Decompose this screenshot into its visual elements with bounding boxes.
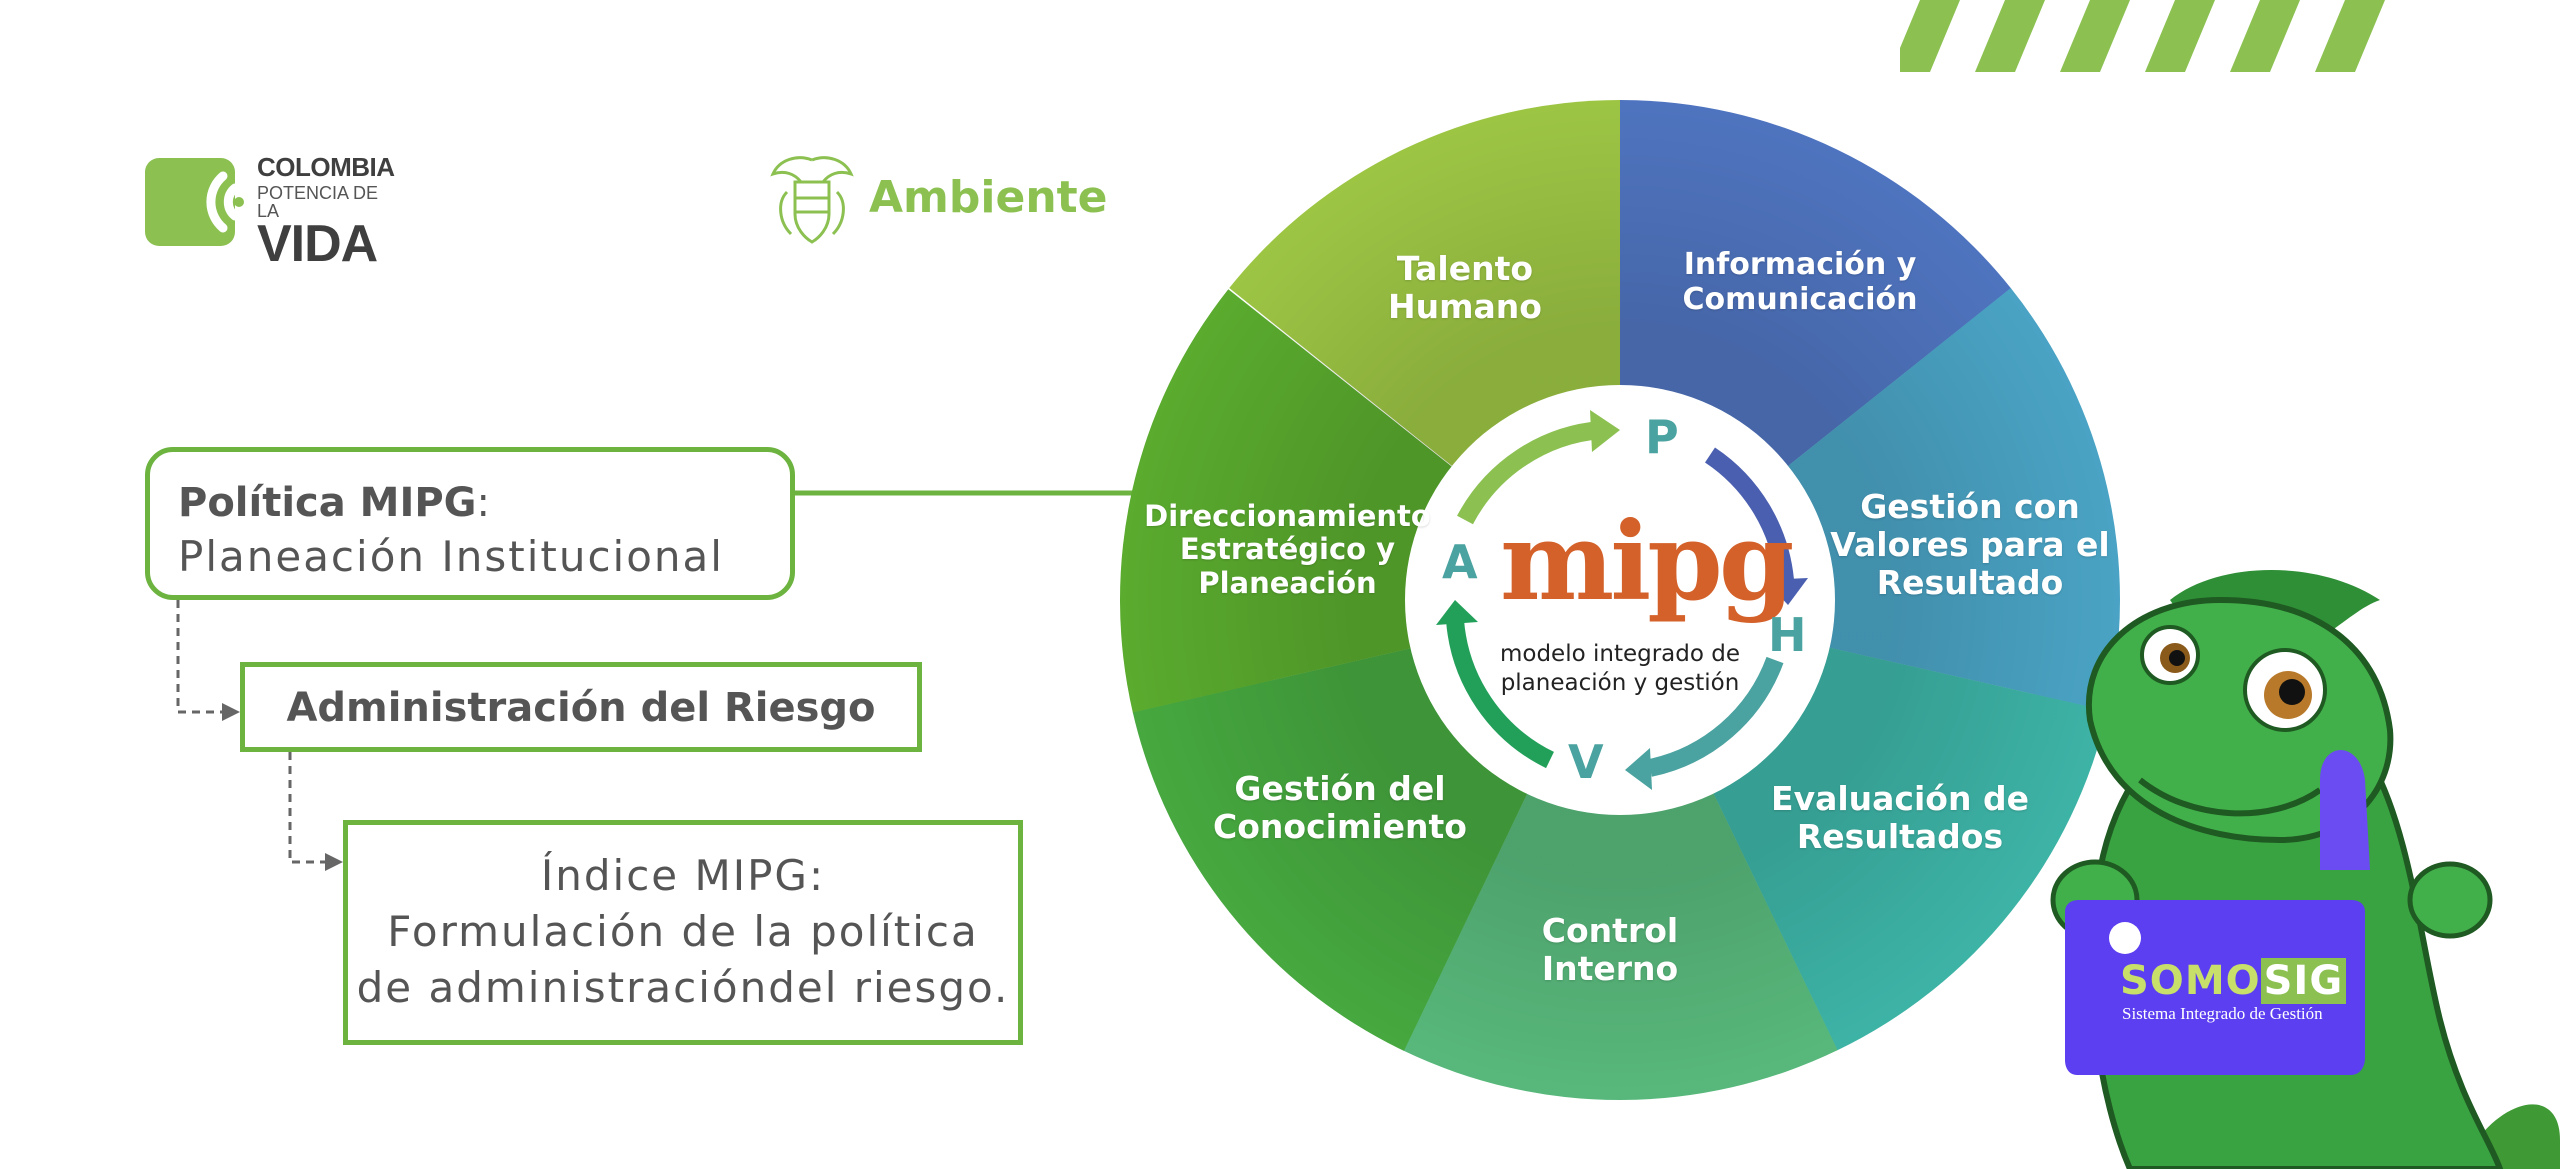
politica-title: Política MIPG: bbox=[178, 480, 490, 526]
arrowhead-admin bbox=[222, 703, 240, 721]
colombia-line1: COLOMBIA bbox=[257, 152, 395, 182]
politica-mipg-box: Política MIPG: Planeación Institucional bbox=[145, 447, 795, 600]
sign-sig-text: SIG bbox=[2260, 958, 2347, 1004]
segment-informacion-comunicacion: Información y Comunicación bbox=[1650, 247, 1950, 317]
arrow-to-a bbox=[1446, 619, 1555, 769]
administracion-riesgo-label: Administración del Riesgo bbox=[286, 685, 876, 731]
segment-talento-line2: Humano bbox=[1388, 286, 1542, 326]
ambiente-wordmark: Ambiente bbox=[869, 172, 1108, 223]
wheel-center bbox=[1405, 385, 1835, 815]
arrow-to-p bbox=[1457, 421, 1601, 525]
segment-control-line1: Control bbox=[1541, 911, 1679, 950]
segment-talento-humano: Talento Humano bbox=[1350, 250, 1580, 326]
colombia-line2: POTENCIA DE LA bbox=[257, 183, 379, 221]
arrowhead-v bbox=[1625, 748, 1652, 790]
mascot-pupil-right bbox=[2279, 679, 2305, 705]
politica-bold: Política MIPG bbox=[178, 480, 477, 526]
segment-gestion-valores-line2: Valores para el bbox=[1830, 524, 2110, 564]
cycle-letter-p: P bbox=[1645, 410, 1679, 464]
sign-wordmark: SOMOSIG bbox=[2120, 958, 2347, 1004]
arrowhead-a bbox=[1436, 600, 1478, 625]
colombia-potencia-logo: COLOMBIA POTENCIA DE LA VIDA bbox=[145, 150, 405, 270]
arrow-to-v bbox=[1648, 656, 1784, 777]
phva-cycle-arrows bbox=[1446, 421, 1794, 777]
connector-politica-admin bbox=[176, 600, 222, 714]
segment-direccionamiento-line1: Direccionamiento bbox=[1144, 499, 1431, 533]
cycle-letter-v: V bbox=[1568, 735, 1604, 789]
segment-informacion-line2: Comunicación bbox=[1682, 281, 1918, 317]
segment-direccionamiento-line2: Estratégico y bbox=[1179, 532, 1396, 567]
mipg-sub-line1: modelo integrado de bbox=[1499, 641, 1741, 667]
segment-evaluacion-line2: Resultados bbox=[1796, 816, 2004, 856]
ambiente-logo: Ambiente bbox=[765, 150, 1108, 250]
sign-dot bbox=[2109, 922, 2141, 954]
segment-informacion-line1: Información y bbox=[1683, 247, 1917, 282]
segment-evaluacion-line1: Evaluación de bbox=[1771, 779, 2029, 818]
arrowhead-indice bbox=[325, 853, 343, 871]
arrowhead-p bbox=[1590, 410, 1620, 452]
colombia-wave-icon bbox=[145, 158, 244, 246]
politica-subtitle: Planeación Institucional bbox=[178, 532, 724, 581]
segment-control-interno: Control Interno bbox=[1500, 912, 1720, 988]
somosig-sign bbox=[2065, 900, 2365, 1075]
mipg-logo-subtitle: modelo integrado de planeación y gestión bbox=[1490, 640, 1750, 698]
mascot-hand-right bbox=[2407, 861, 2493, 939]
indice-line2: Formulación de la política bbox=[387, 907, 979, 956]
indice-line1: Índice MIPG: bbox=[540, 851, 826, 900]
mascot-thumb bbox=[2320, 750, 2370, 870]
segment-gestion-valores: Gestión con Valores para el Resultado bbox=[1830, 488, 2110, 602]
arrowhead-h bbox=[1765, 578, 1808, 605]
politica-colon: : bbox=[476, 480, 490, 526]
indice-mipg-box: Índice MIPG: Formulación de la política … bbox=[343, 820, 1023, 1045]
decorative-stripes bbox=[1900, 0, 2385, 72]
connector-admin-indice bbox=[288, 752, 325, 864]
segment-control-line2: Interno bbox=[1541, 948, 1679, 988]
segment-conocimiento-line2: Conocimiento bbox=[1213, 806, 1467, 846]
arrow-to-h bbox=[1704, 447, 1794, 582]
coat-of-arms-icon bbox=[770, 156, 854, 244]
segment-direccionamiento-line3: Planeación bbox=[1198, 565, 1377, 600]
mascot-pupil-left bbox=[2169, 650, 2185, 666]
segment-evaluacion-resultados: Evaluación de Resultados bbox=[1760, 780, 2040, 856]
cycle-letter-h: H bbox=[1768, 608, 1807, 662]
administracion-riesgo-box: Administración del Riesgo bbox=[240, 662, 922, 752]
segment-direccionamiento: Direccionamiento Estratégico y Planeació… bbox=[1140, 499, 1435, 600]
segment-gestion-conocimiento: Gestión del Conocimiento bbox=[1195, 770, 1485, 846]
segment-talento-line1: Talento bbox=[1396, 249, 1534, 288]
colombia-wordmark: COLOMBIA POTENCIA DE LA VIDA bbox=[257, 154, 405, 270]
colombia-line3: VIDA bbox=[257, 215, 378, 273]
sign-panel bbox=[2065, 900, 2365, 1075]
mipg-wheel bbox=[1120, 100, 2120, 1100]
mipg-logo-word: mipg bbox=[1500, 499, 1794, 625]
sign-somo-text: SOMO bbox=[2120, 958, 2261, 1004]
segment-gestion-valores-line3: Resultado bbox=[1876, 562, 2064, 602]
mascot-mouth bbox=[2138, 777, 2322, 817]
segment-conocimiento-line1: Gestión del bbox=[1234, 769, 1446, 808]
mipg-sub-line2: planeación y gestión bbox=[1500, 669, 1740, 696]
indice-line3: de administracióndel riesgo. bbox=[356, 963, 1010, 1012]
segment-gestion-valores-line1: Gestión con bbox=[1860, 487, 2080, 526]
cycle-letter-a: A bbox=[1442, 535, 1478, 589]
sign-subtitle: Sistema Integrado de Gestión bbox=[2122, 1004, 2323, 1023]
